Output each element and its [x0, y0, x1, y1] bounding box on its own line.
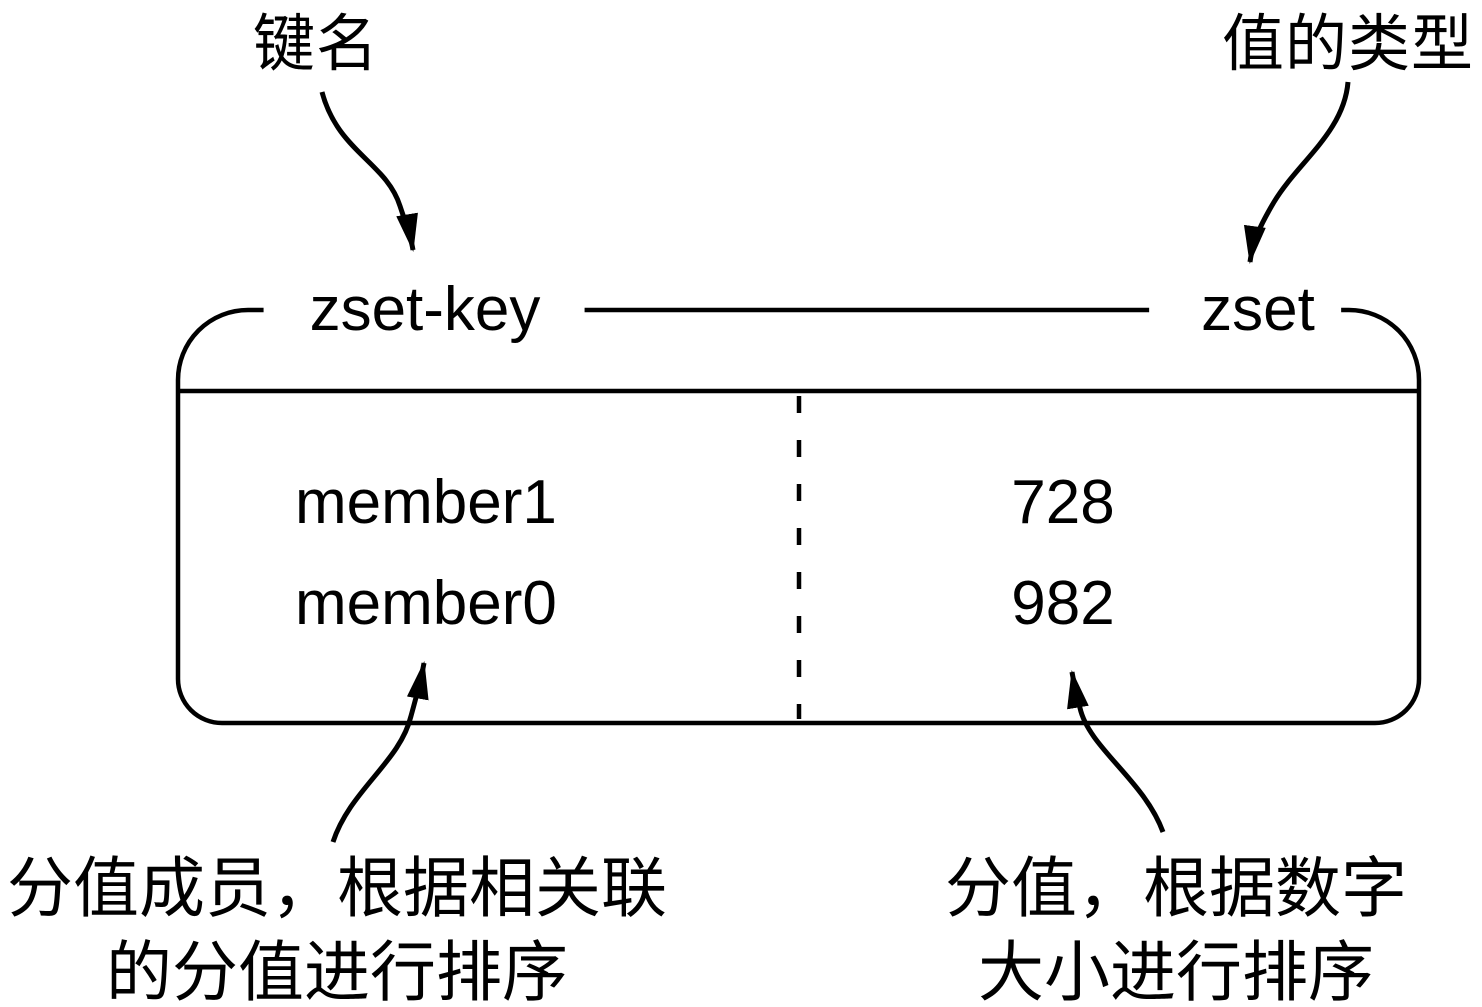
key-label-arrow [319, 91, 418, 252]
scores-caption: 分值，根据数字 大小进行排序 [945, 846, 1407, 1007]
members-caption-line1: 分值成员，根据相关联 [7, 851, 667, 925]
members-caption-line2: 的分值进行排序 [106, 935, 568, 1007]
scores-caption-line1: 分值，根据数字 [945, 851, 1407, 925]
score-cell-0: 728 [1011, 468, 1115, 537]
members-caption-arrow [330, 661, 429, 843]
scores-caption-line2: 大小进行排序 [978, 935, 1374, 1007]
type-label-arrow [1243, 81, 1351, 264]
members-caption: 分值成员，根据相关联 的分值进行排序 [7, 846, 667, 1007]
zset-key-name: zset-key [263, 273, 585, 347]
key-pointer-label: 键名 [252, 10, 380, 79]
score-cell-1: 982 [1011, 569, 1115, 638]
member-cell-0: member1 [295, 468, 557, 537]
zset-type-name: zset [1149, 273, 1341, 347]
zset-box-outline [175, 307, 1422, 726]
scores-caption-arrow [1067, 670, 1166, 833]
type-pointer-label: 值的类型 [1221, 10, 1475, 79]
member-cell-1: member0 [295, 569, 557, 638]
